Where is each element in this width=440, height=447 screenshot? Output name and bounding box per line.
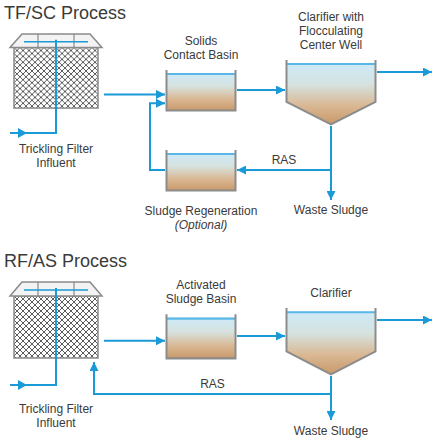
flow-connector	[237, 89, 285, 91]
clar-outline	[285, 58, 377, 126]
node-label: Trickling Filter Influent	[10, 402, 102, 430]
node-label: Trickling Filter Influent	[10, 142, 102, 170]
section-title: TF/SC Process	[4, 2, 126, 24]
basin-outline	[165, 312, 237, 360]
basin-part	[167, 70, 236, 111]
regeneration-basin: Sludge Regeneration(Optional)	[165, 148, 237, 192]
basin-part	[167, 73, 236, 111]
caption-group: Sludge Regeneration(Optional)	[131, 204, 271, 232]
basin-part	[167, 73, 236, 75]
caption-group: Activated Sludge Basin	[163, 278, 239, 306]
output-label: Waste Sludge	[294, 203, 368, 217]
flow-connector	[150, 103, 165, 170]
node-label: Clarifier with Flocculating Center Well	[289, 10, 373, 52]
basin-part	[167, 317, 236, 319]
caption-group: Trickling Filter Influent	[10, 402, 102, 430]
clarifier: Clarifier	[285, 306, 377, 376]
caption-group: Solids Contact Basin	[163, 34, 239, 62]
caption-group: Trickling Filter Influent	[10, 142, 102, 170]
section-title: RF/AS Process	[4, 250, 127, 272]
clar-part	[287, 63, 376, 125]
trickling-filter: Trickling Filter Influent	[8, 278, 104, 362]
activated-sludge-basin: Activated Sludge Basin	[165, 312, 237, 360]
basin-part	[167, 153, 236, 191]
filter-outline	[8, 278, 104, 362]
basin-outline	[165, 148, 237, 192]
filter-part	[55, 40, 57, 112]
contact-basin: Solids Contact Basin	[165, 68, 237, 112]
basin-part	[167, 317, 236, 358]
output-label: Waste Sludge	[294, 424, 368, 438]
flow-connector	[94, 362, 331, 394]
influent-arrow	[18, 128, 27, 138]
flow-connector	[104, 93, 165, 95]
filter-outline	[8, 30, 104, 112]
waste-line	[330, 170, 332, 200]
clar-part	[287, 60, 376, 125]
influent-line	[10, 362, 56, 385]
influent-line	[10, 112, 56, 133]
flow-label: RAS	[198, 377, 227, 391]
node-label: Activated Sludge Basin	[163, 278, 239, 306]
caption-group: Clarifier	[289, 286, 373, 300]
basin-part	[167, 150, 236, 191]
node-label: Sludge Regeneration	[131, 204, 271, 218]
clar-part	[287, 63, 376, 65]
filter-part	[55, 288, 57, 362]
clarifier: Clarifier with Flocculating Center Well	[285, 58, 377, 126]
node-label: Solids Contact Basin	[163, 34, 239, 62]
clar-outline	[285, 306, 377, 376]
trickling-filter: Trickling Filter Influent	[8, 30, 104, 112]
influent-arrow	[18, 380, 27, 390]
clar-part	[287, 308, 376, 374]
clar-part	[287, 311, 376, 374]
node-label: Clarifier	[289, 286, 373, 300]
flow-label: RAS	[270, 153, 299, 167]
flow-connector	[237, 335, 285, 337]
basin-part	[167, 153, 236, 155]
effluent-line	[377, 319, 432, 321]
caption-group: Clarifier with Flocculating Center Well	[289, 10, 373, 52]
node-label: (Optional)	[131, 218, 271, 232]
flow-connector	[237, 126, 331, 170]
flow-connector	[104, 340, 165, 342]
clar-part	[287, 311, 376, 313]
basin-part	[167, 314, 236, 358]
basin-outline	[165, 68, 237, 112]
waste-line	[330, 394, 332, 420]
effluent-line	[377, 71, 432, 73]
